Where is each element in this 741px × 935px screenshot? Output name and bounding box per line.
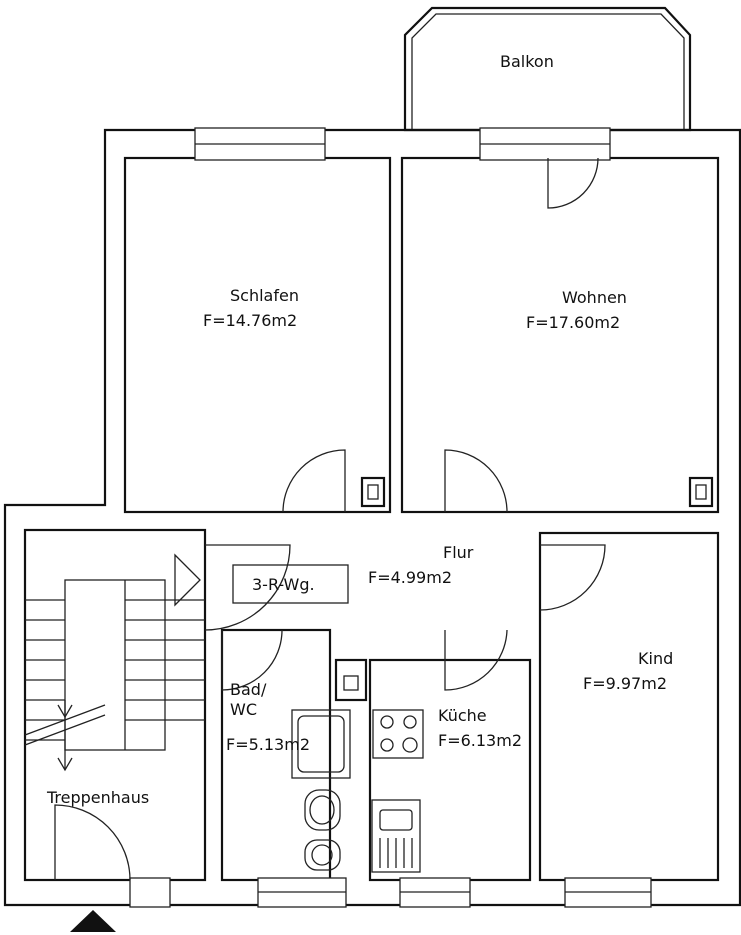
room-kueche (368, 658, 532, 882)
room-name-flur: Flur (443, 543, 474, 562)
room-name-balkon: Balkon (500, 52, 554, 71)
room-area-kueche: F=6.13m2 (438, 731, 522, 750)
chimney (688, 476, 714, 508)
room-name-wc: WC (230, 700, 257, 719)
outer-wall (3, 128, 741, 907)
room-name-bad: Bad/ (230, 680, 267, 699)
unit-label: 3-R-Wg. (252, 575, 315, 594)
room-treppenhaus (23, 528, 207, 882)
room-area-flur: F=4.99m2 (368, 568, 452, 587)
bathroom-fixtures (291, 709, 351, 871)
room-area-wohnen: F=17.60m2 (526, 313, 621, 332)
room-name-wohnen: Wohnen (562, 288, 627, 307)
room-kind (538, 531, 720, 882)
room-wohnen (400, 156, 720, 514)
chimney (360, 476, 386, 508)
room-name-treppenhaus: Treppenhaus (47, 788, 150, 807)
room-name-kueche: Küche (438, 706, 487, 725)
shaft (334, 658, 368, 702)
room-area-bad: F=5.13m2 (226, 735, 310, 754)
entrance-arrow-icon (70, 910, 116, 932)
room-area-kind: F=9.97m2 (583, 674, 667, 693)
room-bad (220, 628, 332, 882)
unit-label-box (232, 564, 349, 604)
room-area-schlafen: F=14.76m2 (203, 311, 298, 330)
room-name-kind: Kind (638, 649, 674, 668)
windows (129, 127, 652, 908)
staircase (24, 553, 205, 772)
room-name-schlafen: Schlafen (230, 286, 299, 305)
kitchen-fixtures (371, 709, 424, 873)
room-schlafen (123, 156, 392, 514)
